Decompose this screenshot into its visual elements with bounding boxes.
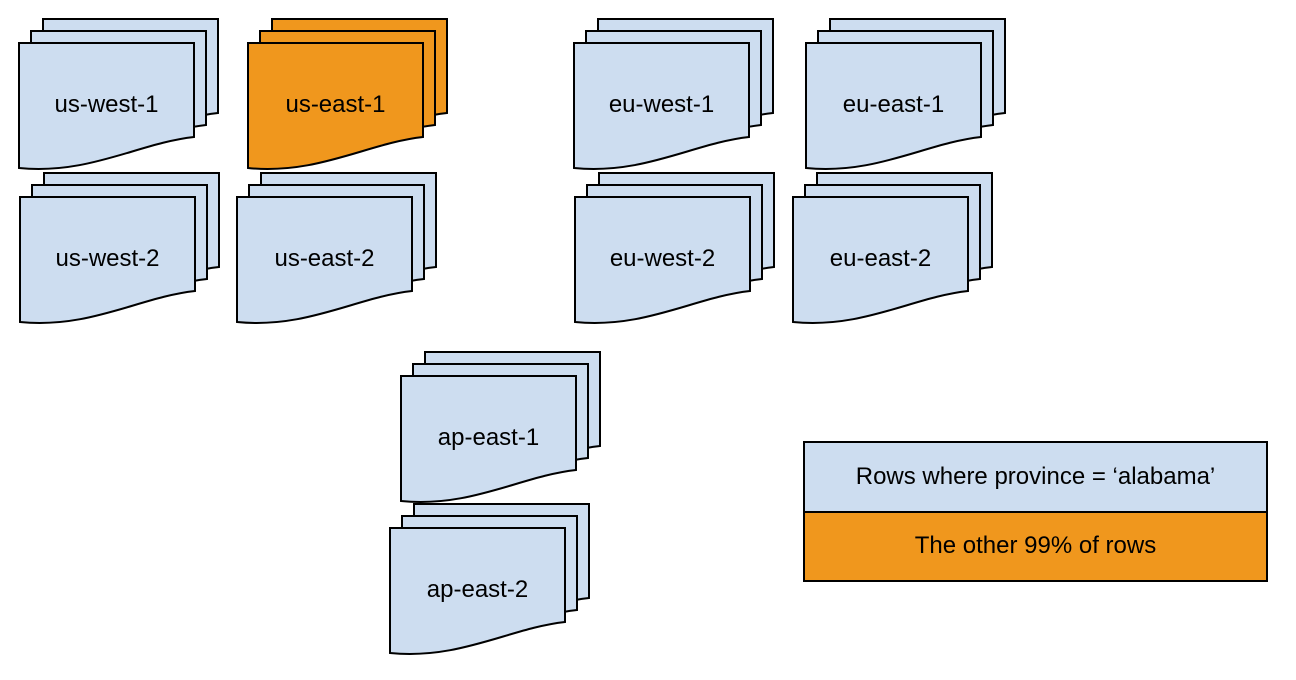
region-stack-eu-west-2: eu-west-2 [574,172,775,327]
region-label: us-east-2 [274,245,375,272]
region-stack-us-west-2: us-west-2 [19,172,220,327]
region-label: us-west-1 [54,91,159,118]
region-label: ap-east-1 [437,424,540,451]
region-stack-eu-east-1: eu-east-1 [805,18,1006,173]
legend-row-alabama: Rows where province = ‘alabama’ [805,443,1266,513]
legend-row-other: The other 99% of rows [805,512,1266,580]
region-stack-us-east-1: us-east-1 [247,18,448,173]
legend-label-alabama: Rows where province = ‘alabama’ [855,462,1216,490]
region-stack-us-west-1: us-west-1 [18,18,219,173]
region-label: eu-east-2 [829,245,932,272]
region-stack-ap-east-1: ap-east-1 [400,351,601,506]
region-label: eu-east-1 [842,91,945,118]
region-label: ap-east-2 [426,576,529,603]
region-label: eu-west-2 [609,245,716,272]
region-label: us-east-1 [285,91,386,118]
region-stack-eu-west-1: eu-west-1 [573,18,774,173]
region-stack-ap-east-2: ap-east-2 [389,503,590,658]
region-label: eu-west-1 [608,91,715,118]
region-stack-eu-east-2: eu-east-2 [792,172,993,327]
region-label: us-west-2 [55,245,160,272]
legend: Rows where province = ‘alabama’ The othe… [803,441,1268,582]
legend-label-other: The other 99% of rows [914,532,1157,560]
region-stack-us-east-2: us-east-2 [236,172,437,327]
